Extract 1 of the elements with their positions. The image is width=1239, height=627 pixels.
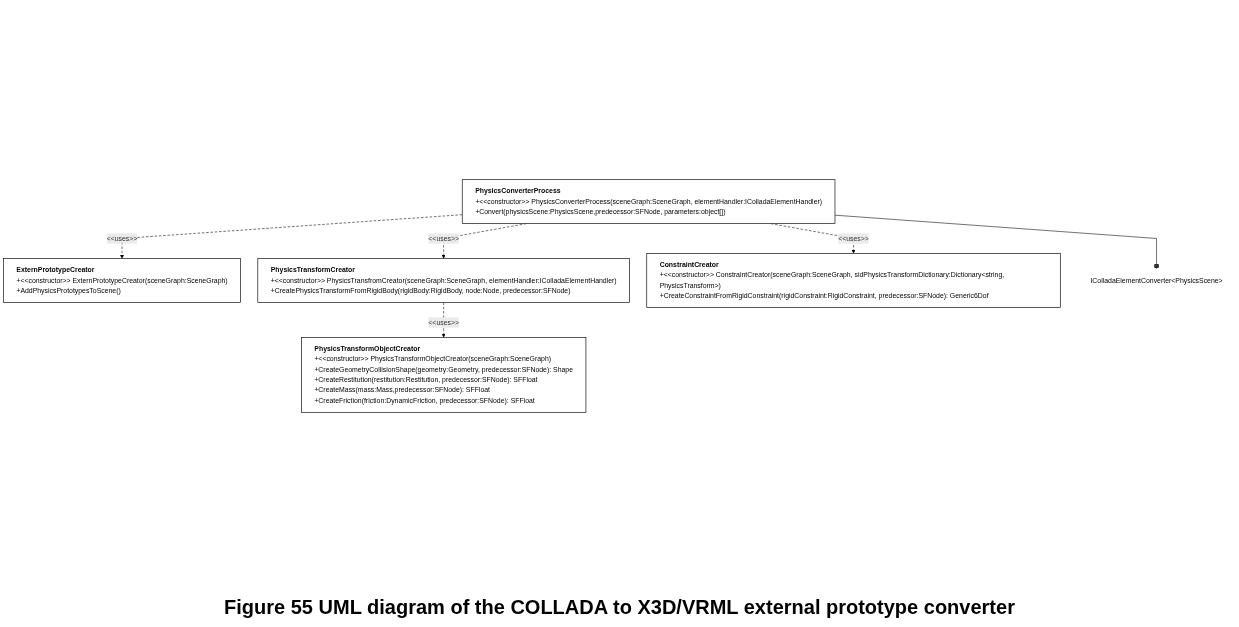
figure-caption: Figure 55 UML diagram of the COLLADA to X3D/VRML external prototype converter (224, 595, 1015, 620)
